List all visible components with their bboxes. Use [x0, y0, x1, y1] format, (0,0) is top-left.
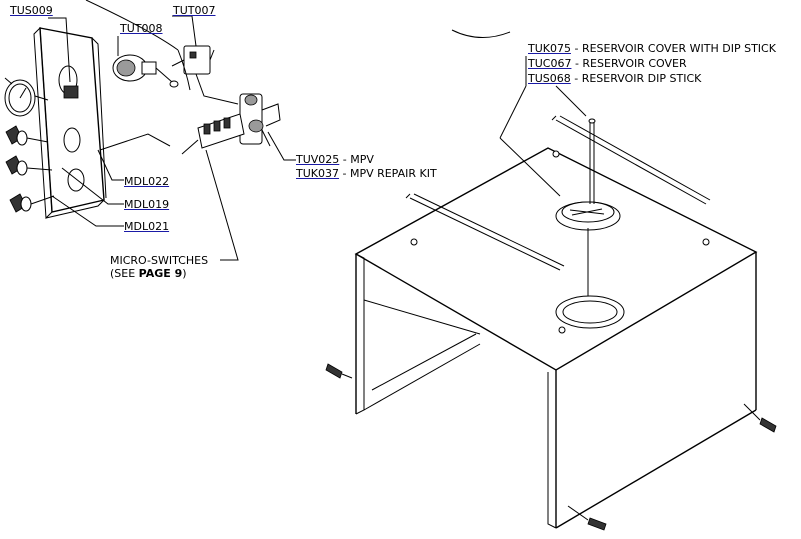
- micro-switches-label: MICRO-SWITCHES: [110, 254, 209, 267]
- leader-lines-left: [48, 15, 296, 261]
- cabinet: [354, 147, 758, 529]
- part-code-mdl021[interactable]: MDL021: [124, 220, 170, 233]
- part-code-tus009[interactable]: TUS009: [10, 4, 53, 17]
- part-desc-tuv025: - MPV: [339, 153, 374, 166]
- callout-mdl021[interactable]: MDL021: [124, 220, 169, 233]
- control-panel: [33, 26, 107, 220]
- callout-micro-switches: MICRO-SWITCHES (SEE PAGE 9): [110, 254, 208, 280]
- callout-mdl022[interactable]: MDL022: [124, 175, 169, 188]
- dip-stick: [587, 118, 596, 296]
- thermostat-assembly: [85, 0, 239, 105]
- part-desc-tuk037: - MPV REPAIR KIT: [338, 167, 437, 180]
- page-reference[interactable]: PAGE 9: [138, 267, 183, 280]
- timer-assembly: [112, 54, 179, 88]
- knob-top: [5, 125, 49, 146]
- reservoir-opening: [555, 295, 625, 329]
- part-code-mdl022[interactable]: MDL022: [124, 175, 170, 188]
- screws: [325, 150, 777, 531]
- knob-middle: [5, 155, 53, 176]
- part-code-tuk075[interactable]: TUK075: [528, 42, 571, 55]
- pressure-gauge: [4, 77, 49, 117]
- micro-switches-page-ref: (SEE PAGE 9): [110, 267, 187, 280]
- callout-tus068: TUS068 - RESERVOIR DIP STICK: [528, 72, 701, 85]
- mpv-valve-assembly: [181, 93, 281, 155]
- reservoir-cover: [555, 201, 621, 231]
- callout-tut007[interactable]: TUT007: [173, 4, 216, 17]
- callout-tuv025: TUV025 - MPV: [296, 153, 374, 166]
- part-desc-tus068: - RESERVOIR DIP STICK: [570, 72, 702, 85]
- part-code-tut008[interactable]: TUT008: [120, 22, 163, 35]
- part-code-tus068[interactable]: TUS068: [528, 72, 571, 85]
- leader-lines-right: [499, 56, 587, 197]
- callout-tuc067: TUC067 - RESERVOIR COVER: [528, 57, 687, 70]
- part-code-tuk037[interactable]: TUK037: [296, 167, 339, 180]
- edge-artifact: [451, 29, 511, 38]
- callout-tus009[interactable]: TUS009: [10, 4, 53, 17]
- part-code-tut007[interactable]: TUT007: [173, 4, 216, 17]
- callout-tut008[interactable]: TUT008: [120, 22, 163, 35]
- part-desc-tuk075: - RESERVOIR COVER WITH DIP STICK: [570, 42, 776, 55]
- part-code-tuv025[interactable]: TUV025: [296, 153, 340, 166]
- part-code-mdl019[interactable]: MDL019: [124, 198, 170, 211]
- part-desc-tuc067: - RESERVOIR COVER: [571, 57, 687, 70]
- callout-mdl019[interactable]: MDL019: [124, 198, 169, 211]
- top-rails: [405, 115, 711, 271]
- part-code-tuc067[interactable]: TUC067: [528, 57, 572, 70]
- knob-bottom: [9, 193, 55, 213]
- callout-tuk037: TUK037 - MPV REPAIR KIT: [296, 167, 437, 180]
- callout-tuk075: TUK075 - RESERVOIR COVER WITH DIP STICK: [528, 42, 776, 55]
